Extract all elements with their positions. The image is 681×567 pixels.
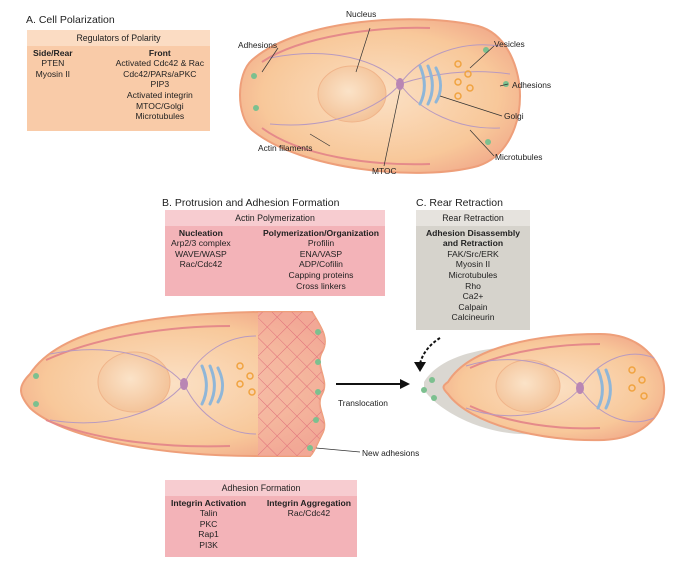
rear-retraction-box: Rear Retraction Adhesion Disassembly and… <box>416 210 530 330</box>
list-item: Ca2+ <box>462 291 484 302</box>
list-item: PTEN <box>41 58 65 69</box>
cell-b <box>20 311 326 457</box>
actin-polymerization-box: Actin Polymerization Nucleation Arp2/3 c… <box>165 210 385 296</box>
list-item: Capping proteins <box>288 269 354 280</box>
adhesions-right-label: Adhesions <box>512 80 552 90</box>
list-item: ADP/Cofilin <box>299 259 343 270</box>
adhesion-box-header: Adhesion Formation <box>165 480 357 496</box>
golgi-label: Golgi <box>504 111 524 121</box>
list-item: Microtubules <box>135 111 185 122</box>
list-item: FAK/Src/ERK <box>447 248 499 259</box>
polymerization-heading: Polymerization/Organization <box>262 227 379 238</box>
side-rear-column: Side/Rear PTEN Myosin II <box>33 48 73 122</box>
list-item: Activated integrin <box>126 89 193 100</box>
actin-filaments-label: Actin filaments <box>258 143 313 153</box>
nucleus-label: Nucleus <box>346 9 377 19</box>
list-item: PIP3 <box>150 79 170 90</box>
mtoc-label: MTOC <box>372 166 397 176</box>
adhesions-left-label: Adhesions <box>238 40 278 50</box>
list-item: Calpain <box>458 301 488 312</box>
polarity-regulators-box: Regulators of Polarity Side/Rear PTEN My… <box>27 30 210 131</box>
list-item: Microtubules <box>448 269 498 280</box>
list-item: Arp2/3 complex <box>171 238 231 249</box>
list-item: PKC <box>199 518 218 529</box>
polymerization-column: Polymerization/Organization Profilin ENA… <box>263 228 379 292</box>
new-adhesions-label: New adhesions <box>362 448 420 458</box>
integrin-activation-column: Integrin Activation Talin PKC Rap1 PI3K <box>171 498 246 551</box>
list-item: Calcineurin <box>451 312 495 323</box>
adhesion-disassembly-heading: Adhesion Disassembly and Retraction <box>425 227 521 249</box>
list-item: WAVE/WASP <box>174 248 227 259</box>
actin-box-header: Actin Polymerization <box>165 210 385 226</box>
list-item: MTOC/Golgi <box>136 100 184 111</box>
list-item: Talin <box>199 508 218 519</box>
front-heading: Front <box>148 47 171 58</box>
list-item: Myosin II <box>455 259 491 270</box>
nucleation-heading: Nucleation <box>178 227 223 238</box>
retraction-arrow <box>414 337 441 372</box>
polarity-box-header: Regulators of Polarity <box>27 30 210 46</box>
cell-c <box>421 332 666 442</box>
list-item: PI3K <box>199 539 218 550</box>
integrin-activation-heading: Integrin Activation <box>171 497 247 508</box>
nucleation-column: Nucleation Arp2/3 complex WAVE/WASP Rac/… <box>171 228 231 292</box>
microtubules-label: Microtubules <box>495 152 543 162</box>
list-item: ENA/VASP <box>299 248 343 259</box>
vesicles-label: Vesicles <box>494 39 525 49</box>
rear-box-header: Rear Retraction <box>416 210 530 226</box>
list-item: Rap1 <box>198 529 219 540</box>
list-item: Cdc42/PARs/aPKC <box>123 68 197 79</box>
adhesion-formation-box: Adhesion Formation Integrin Activation T… <box>165 480 357 557</box>
integrin-aggregation-column: Integrin Aggregation Rac/Cdc42 <box>267 498 351 551</box>
section-a-title: A. Cell Polarization <box>26 14 115 26</box>
translocation-label: Translocation <box>338 398 388 408</box>
list-item: Myosin II <box>35 68 71 79</box>
integrin-aggregation-heading: Integrin Aggregation <box>266 497 351 508</box>
list-item: Rac/Cdc42 <box>287 508 331 519</box>
translocation-arrow <box>336 379 410 389</box>
list-item: Cross linkers <box>296 280 346 291</box>
side-rear-heading: Side/Rear <box>33 47 73 58</box>
section-b-title: B. Protrusion and Adhesion Formation <box>162 197 340 209</box>
list-item: Activated Cdc42 & Rac <box>115 58 204 69</box>
list-item: Rho <box>465 280 481 291</box>
list-item: Rac/Cdc42 <box>179 259 223 270</box>
front-column: Front Activated Cdc42 & Rac Cdc42/PARs/a… <box>116 48 204 122</box>
section-c-title: C. Rear Retraction <box>416 197 503 209</box>
list-item: Profilin <box>307 238 335 249</box>
